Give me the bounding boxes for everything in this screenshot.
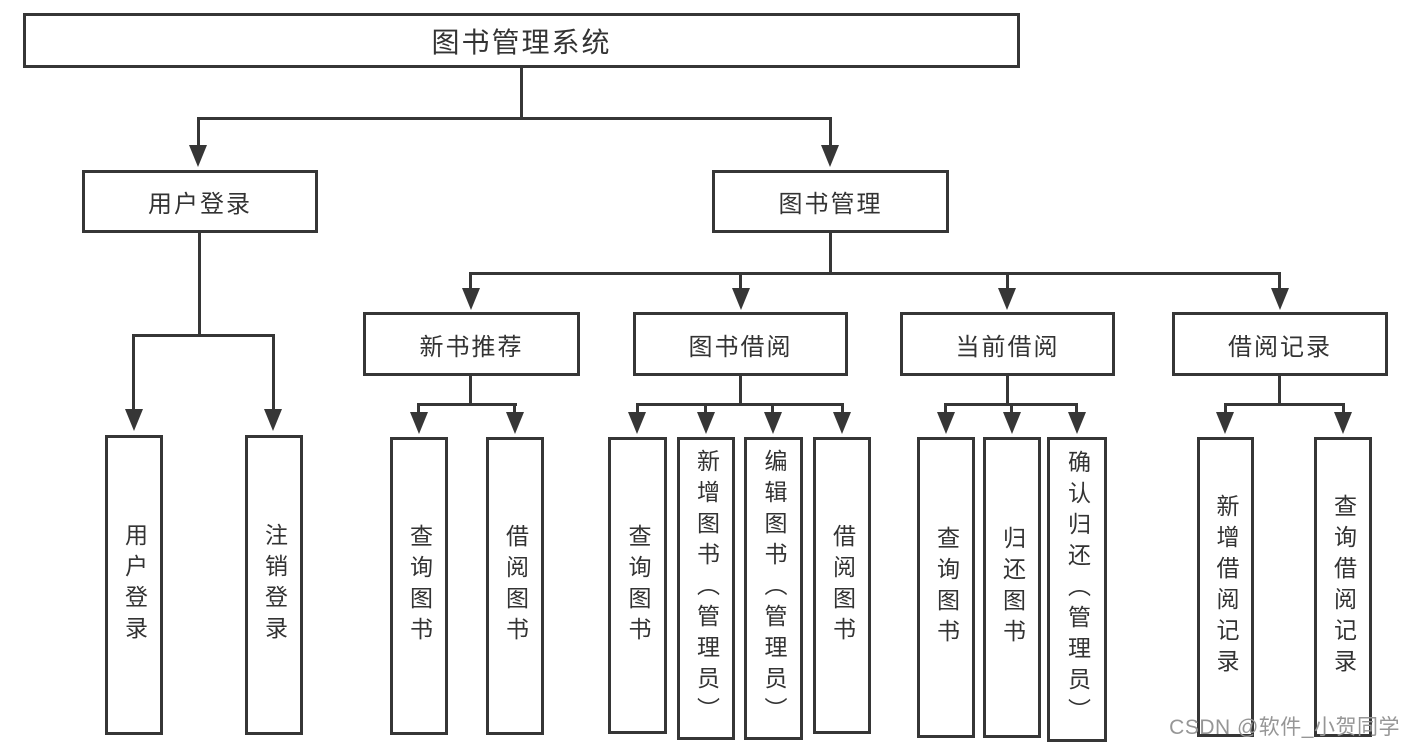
node-edit-books-admin: 编辑图书（管理员） — [744, 437, 803, 740]
connector-line — [520, 68, 523, 120]
connector-line — [469, 272, 472, 290]
arrow-down-icon — [189, 145, 207, 167]
node-library-management-system: 图书管理系统 — [23, 13, 1020, 68]
arrow-down-icon — [410, 412, 428, 434]
node-label: 编辑图书（管理员） — [761, 449, 787, 728]
node-book-management: 图书管理 — [712, 170, 949, 233]
node-label: 查询借阅记录 — [1330, 494, 1357, 680]
arrow-down-icon — [821, 145, 839, 167]
node-return-books: 归还图书 — [983, 437, 1041, 738]
arrow-down-icon — [937, 412, 955, 434]
arrow-down-icon — [506, 412, 524, 434]
arrow-down-icon — [462, 288, 480, 310]
connector-line — [1224, 403, 1345, 406]
node-label: 借阅图书 — [502, 524, 529, 648]
node-book-borrow: 图书借阅 — [633, 312, 848, 376]
connector-line — [513, 403, 516, 414]
connector-line — [1224, 403, 1227, 414]
node-label: 借阅图书 — [829, 523, 856, 648]
arrow-down-icon — [1003, 412, 1021, 434]
connector-line — [771, 403, 774, 414]
connector-line — [1006, 272, 1009, 290]
connector-line — [469, 376, 472, 406]
connector-line — [829, 117, 832, 147]
arrow-down-icon — [1271, 288, 1289, 310]
arrow-down-icon — [125, 409, 143, 431]
node-query-books: 查询图书 — [917, 437, 975, 738]
arrow-down-icon — [1068, 412, 1086, 434]
node-add-borrow-record: 新增借阅记录 — [1197, 437, 1254, 737]
arrow-down-icon — [264, 409, 282, 431]
node-label: 注销登录 — [261, 523, 288, 647]
node-label: 确认归还（管理员） — [1064, 450, 1091, 729]
node-borrow-books: 借阅图书 — [486, 437, 544, 735]
node-borrow-record: 借阅记录 — [1172, 312, 1388, 376]
arrow-down-icon — [1334, 412, 1352, 434]
arrow-down-icon — [833, 412, 851, 434]
arrow-down-icon — [1216, 412, 1234, 434]
connector-line — [944, 403, 947, 414]
connector-line — [417, 403, 517, 406]
node-user-login: 用户登录 — [82, 170, 318, 233]
connector-line — [132, 334, 275, 337]
node-query-borrow-record: 查询借阅记录 — [1314, 437, 1372, 737]
node-query-books: 查询图书 — [390, 437, 448, 735]
connector-line — [1075, 403, 1078, 414]
node-label: 查询图书 — [933, 525, 960, 650]
node-label: 查询图书 — [406, 524, 433, 648]
node-confirm-return-admin: 确认归还（管理员） — [1047, 437, 1107, 742]
node-add-books-admin: 新增图书（管理员） — [677, 437, 735, 740]
connector-line — [197, 117, 200, 147]
connector-line — [739, 376, 742, 406]
connector-line — [417, 403, 420, 414]
connector-line — [704, 403, 707, 414]
connector-line — [1278, 376, 1281, 406]
connector-line — [1342, 403, 1345, 414]
node-user-login-action: 用户登录 — [105, 435, 163, 735]
arrow-down-icon — [998, 288, 1016, 310]
connector-line — [1278, 272, 1281, 290]
connector-line — [198, 233, 201, 337]
node-label: 新增图书（管理员） — [693, 449, 720, 728]
connector-line — [739, 272, 742, 290]
connector-line — [841, 403, 844, 414]
connector-line — [1006, 376, 1009, 406]
node-label: 新增借阅记录 — [1213, 494, 1239, 680]
node-query-books: 查询图书 — [608, 437, 667, 734]
node-label: 用户登录 — [121, 523, 148, 647]
node-logout: 注销登录 — [245, 435, 303, 735]
connector-line — [197, 117, 832, 120]
arrow-down-icon — [732, 288, 750, 310]
arrow-down-icon — [764, 412, 782, 434]
connector-line — [636, 403, 844, 406]
node-label: 归还图书 — [999, 525, 1026, 650]
connector-line — [272, 334, 275, 411]
connector-line — [829, 233, 832, 275]
connector-line — [132, 334, 135, 411]
connector-line — [469, 272, 1281, 275]
arrow-down-icon — [628, 412, 646, 434]
connector-line — [636, 403, 639, 414]
csdn-watermark: CSDN @软件_小贺同学 — [1169, 716, 1400, 739]
node-new-book-recommend: 新书推荐 — [363, 312, 580, 376]
node-label: 查询图书 — [625, 523, 651, 648]
arrow-down-icon — [697, 412, 715, 434]
connector-line — [1010, 403, 1013, 414]
node-current-borrow: 当前借阅 — [900, 312, 1115, 376]
node-borrow-books: 借阅图书 — [813, 437, 871, 734]
